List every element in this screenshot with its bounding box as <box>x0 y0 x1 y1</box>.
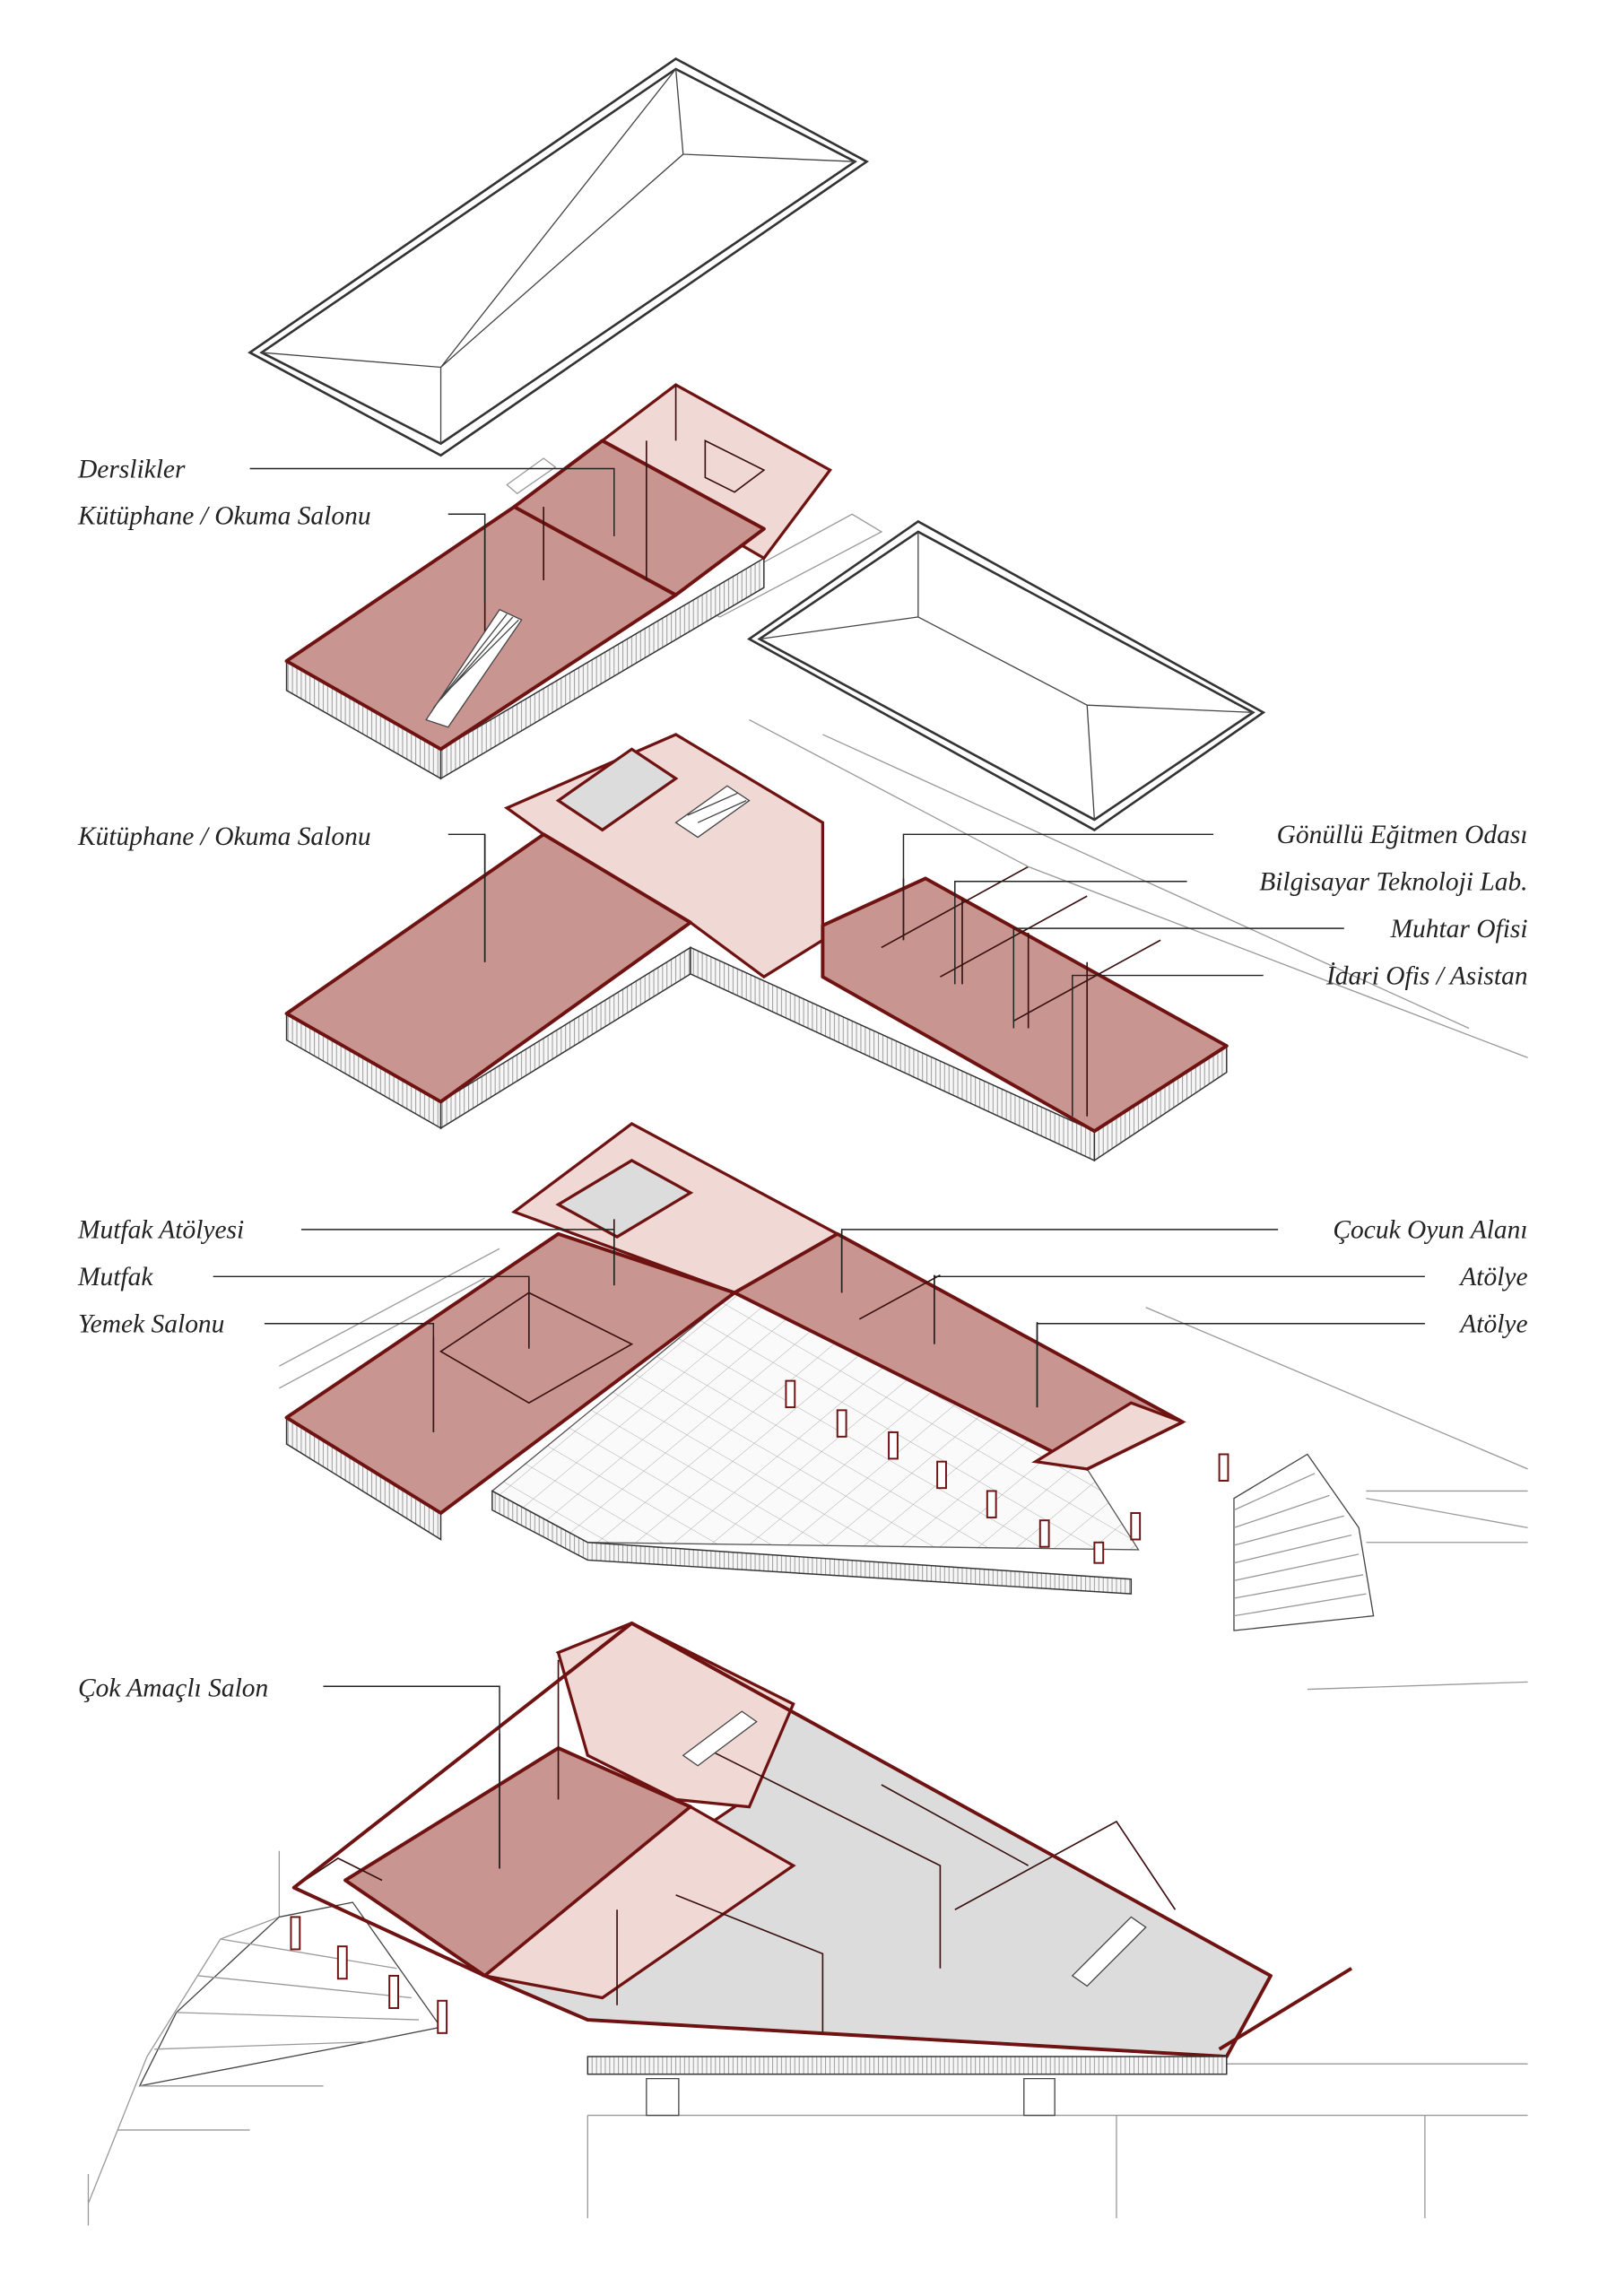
room-labels: Derslikler Kütüphane / Okuma Salonu Kütü… <box>77 455 1528 1702</box>
terrace-steps <box>117 1901 442 2131</box>
level-2-plan <box>284 718 1528 1162</box>
label-mutfak-atolyesi: Mutfak Atölyesi <box>77 1216 244 1245</box>
label-kutuphane-l2: Kütüphane / Okuma Salonu <box>77 822 371 851</box>
label-atolye-1: Atölye <box>1458 1263 1527 1292</box>
roof-upper <box>248 57 870 457</box>
level-4-plan <box>87 1621 1528 2226</box>
plaza-columns <box>785 1379 1229 1564</box>
classrooms-room <box>512 439 766 597</box>
label-cocuk-oyun-alani: Çocuk Oyun Alanı <box>1333 1216 1527 1245</box>
stair-icon <box>425 608 523 728</box>
terrace-columns <box>290 1916 448 2034</box>
label-idari-ofis: İdari Ofis / Asistan <box>1325 961 1528 990</box>
level-3-plan <box>279 1122 1528 1691</box>
label-gonullu-egitmen: Gönüllü Eğitmen Odası <box>1277 821 1528 849</box>
label-atolye-2: Atölye <box>1458 1310 1527 1339</box>
label-derslikler: Derslikler <box>77 455 186 483</box>
stair-icon <box>674 785 751 839</box>
label-yemek-salonu: Yemek Salonu <box>78 1310 224 1339</box>
office-wing <box>821 876 1229 1134</box>
leader-lines <box>213 467 1425 1869</box>
amphitheater-steps <box>1233 1453 1375 1631</box>
stair-icon <box>682 1710 1147 1987</box>
library-room-l2 <box>284 832 692 1104</box>
label-mutfak: Mutfak <box>77 1263 153 1292</box>
label-bilgisayar-lab: Bilgisayar Teknoloji Lab. <box>1259 868 1527 897</box>
label-cok-amacli-salon: Çok Amaçlı Salon <box>78 1674 268 1703</box>
label-kutuphane-l1: Kütüphane / Okuma Salonu <box>77 502 371 531</box>
roof-lower <box>747 519 1266 831</box>
level-1-plan <box>284 383 833 780</box>
label-muhtar-ofisi: Muhtar Ofisi <box>1389 915 1527 944</box>
